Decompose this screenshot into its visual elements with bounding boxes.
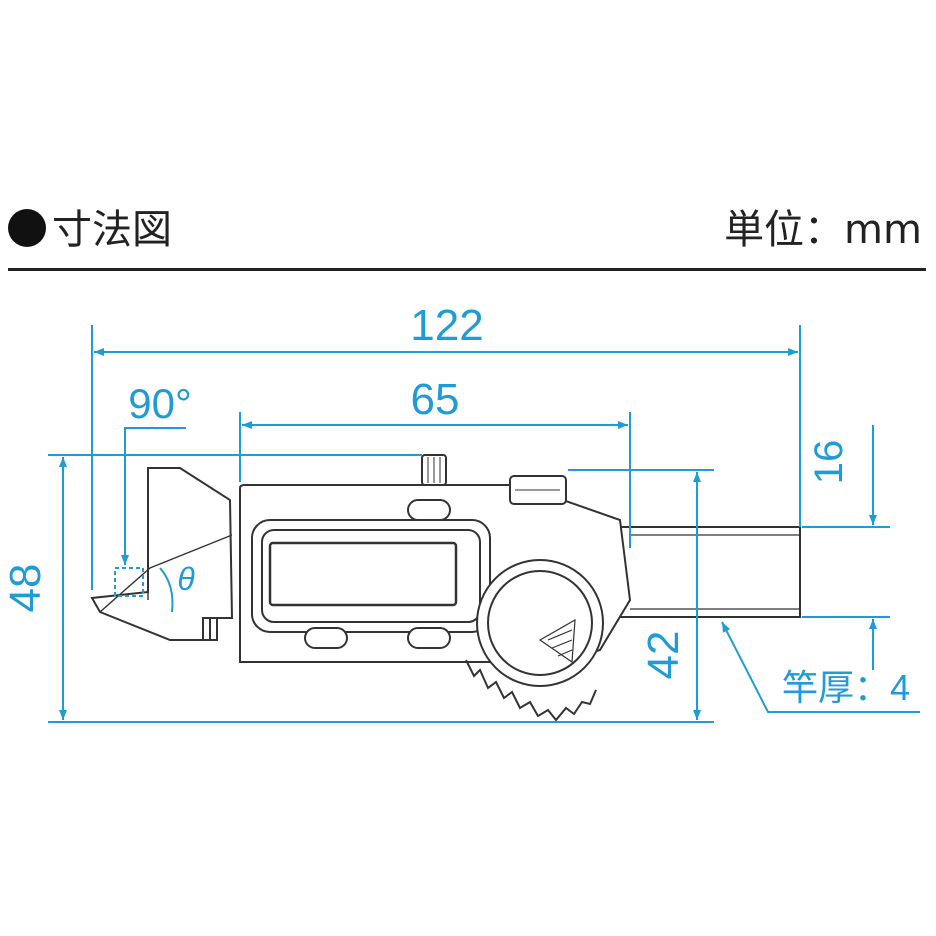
bottom-button-left [304,627,348,649]
gear-teeth [465,659,597,722]
measuring-jaw [90,467,234,641]
unit-label: 単位：mm [724,207,922,253]
display-frame [251,519,491,633]
top-button [407,499,451,521]
triangle-mark [538,618,576,664]
bottom-button-right [407,627,451,649]
dim-16-label: 16 [807,440,851,485]
caliper-outline [90,454,801,722]
dim-65-label: 65 [411,375,460,424]
lock-screw [421,454,447,486]
thumb-wheel [476,559,604,687]
bullet-icon [8,209,46,247]
theta-arc [159,567,174,613]
diagram-title: 寸法図 [8,200,172,260]
dim-48-label: 48 [1,564,50,613]
display-frame-inner [261,529,481,623]
thickness-label: 竿厚：4 [782,667,910,708]
header-divider [8,268,926,271]
lcd-screen [268,541,458,607]
thickness-leader [721,621,920,713]
dim-42-label: 42 [639,631,688,680]
dimension-lines [48,325,920,723]
theta-label: θ [177,561,195,597]
angle-leader [121,427,186,565]
dim-122-label: 122 [410,301,483,350]
angle-label: 90° [128,380,192,427]
title-text: 寸法図 [52,207,172,253]
